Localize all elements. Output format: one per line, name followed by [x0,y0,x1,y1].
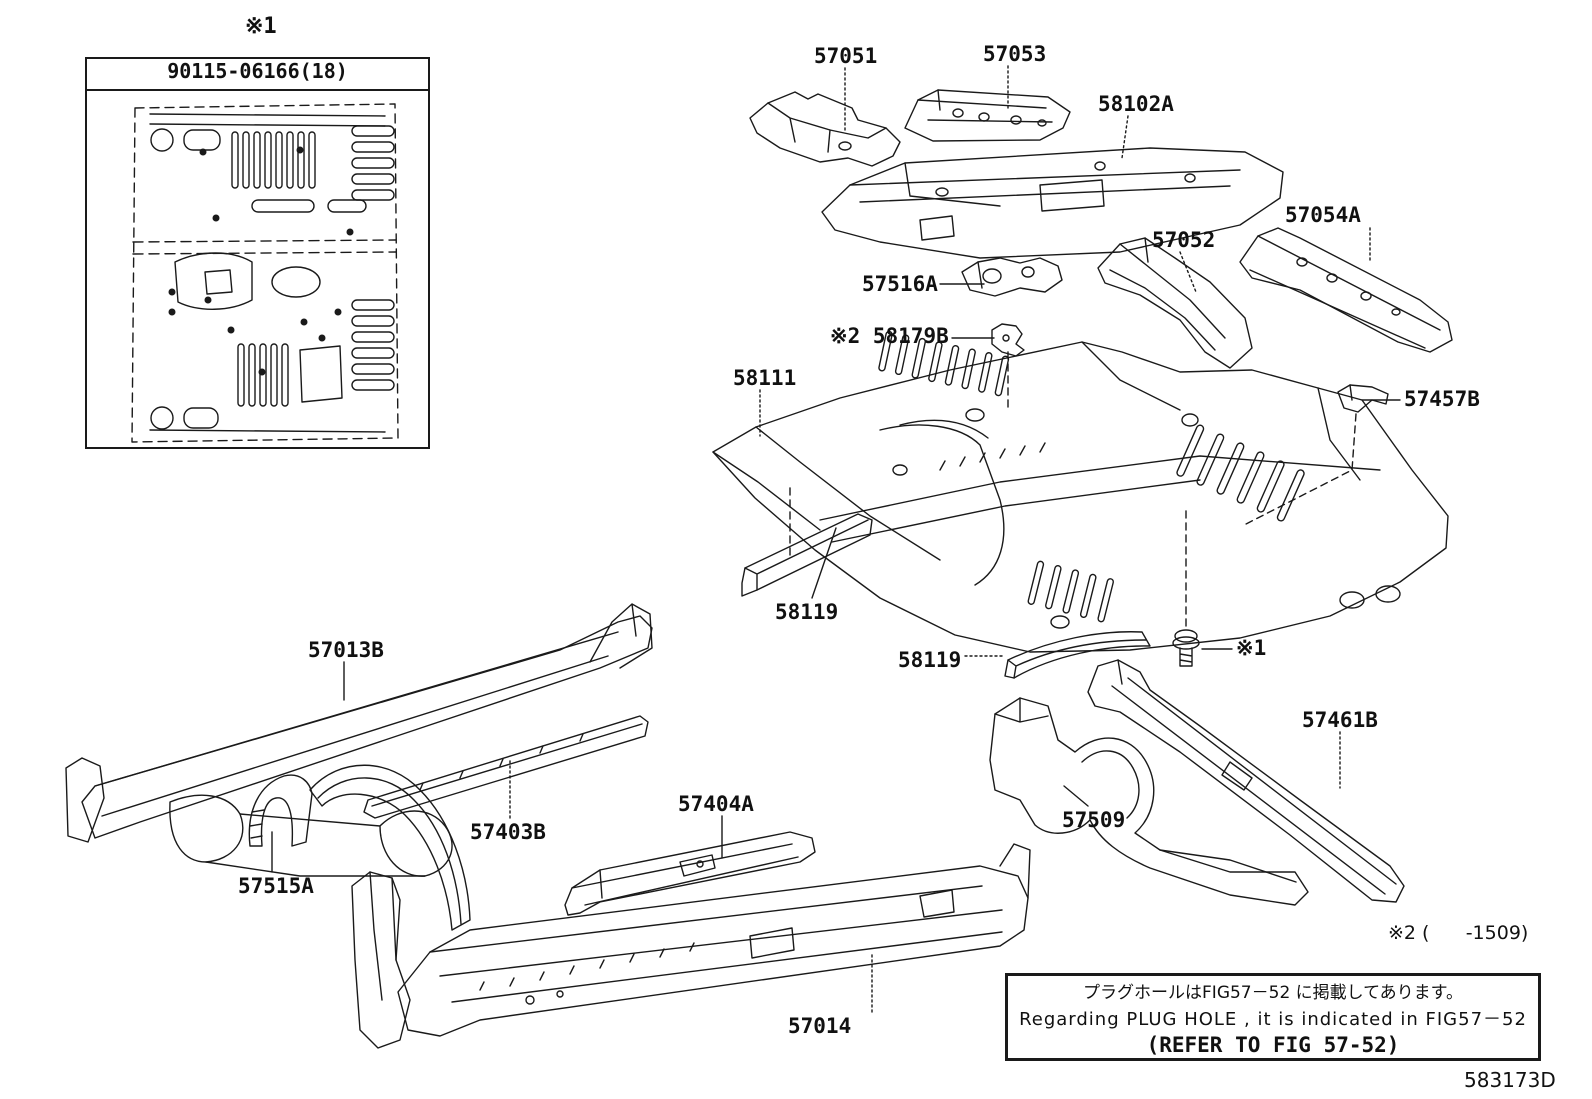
part-label-57054A[interactable]: 57054A [1285,203,1361,227]
part-label-57509[interactable]: 57509 [1062,808,1126,832]
part-label-57014[interactable]: 57014 [788,1014,852,1038]
inset-marker-note1: ※1 [245,14,277,39]
part-58102A-drawing [821,147,1284,259]
part-57461B-drawing [1087,659,1405,903]
plug-hole-note-box: プラグホールはFIG57－52 に掲載してあります。 Regarding PLU… [1005,973,1541,1061]
part-57054A-drawing [1239,227,1453,353]
bolt-marker-note1: ※1 [1236,636,1267,660]
part-57516A-drawing [961,257,1063,297]
part-label-57403B[interactable]: 57403B [470,820,546,844]
inset-reference-box: 90115-06166(18) [85,57,430,449]
part-label-57457B[interactable]: 57457B [1404,387,1480,411]
figure-code: 583173D [1464,1068,1556,1092]
part-57052-drawing [1097,237,1253,369]
note-line-reference: (REFER TO FIG 57-52) [1146,1032,1400,1057]
part-58119-lower-drawing [1004,631,1151,679]
note-line-japanese: プラグホールはFIG57－52 に掲載してあります。 [1083,982,1463,1003]
bolt-drawing [1172,629,1200,667]
part-57457B-drawing [1337,384,1389,413]
part-label-58119-lower[interactable]: 58119 [898,648,962,672]
part-57014-drawing [351,843,1031,1049]
part-label-58102A[interactable]: 58102A [1098,92,1174,116]
part-label-58119-upper[interactable]: 58119 [775,600,839,624]
inset-floorpan-drawing [131,103,399,443]
part-label-58111[interactable]: 58111 [733,366,797,390]
part-label-57052[interactable]: 57052 [1152,228,1216,252]
part-57404A-drawing [564,831,816,916]
part-label-57053[interactable]: 57053 [983,42,1047,66]
part-label-57461B[interactable]: 57461B [1302,708,1378,732]
part-label-57013B[interactable]: 57013B [308,638,384,662]
part-57053-drawing [904,89,1071,142]
inset-part-number: 90115-06166(18) [87,59,428,91]
part-label-57515A[interactable]: 57515A [238,874,314,898]
note2-applicability-range: ※2 ( -1509) [1388,922,1529,944]
part-58119-upper-drawing [741,513,873,597]
part-58111-floorpan-drawing [712,330,1449,653]
part-label-57051[interactable]: 57051 [814,44,878,68]
part-label-57404A[interactable]: 57404A [678,792,754,816]
leader-lines [271,65,1401,1013]
part-label-57516A[interactable]: 57516A [862,272,938,296]
part-57013B-drawing [65,603,653,931]
part-57051-drawing [749,91,901,167]
part-57509-drawing [989,697,1309,906]
part-label-58179B[interactable]: ※2 58179B [830,324,949,348]
part-57403B-drawing [363,715,649,819]
note-line-english: Regarding PLUG HOLE , it is indicated in… [1019,1008,1527,1030]
part-57515A-drawing [248,774,313,847]
part-58179B-drawing [991,323,1025,357]
